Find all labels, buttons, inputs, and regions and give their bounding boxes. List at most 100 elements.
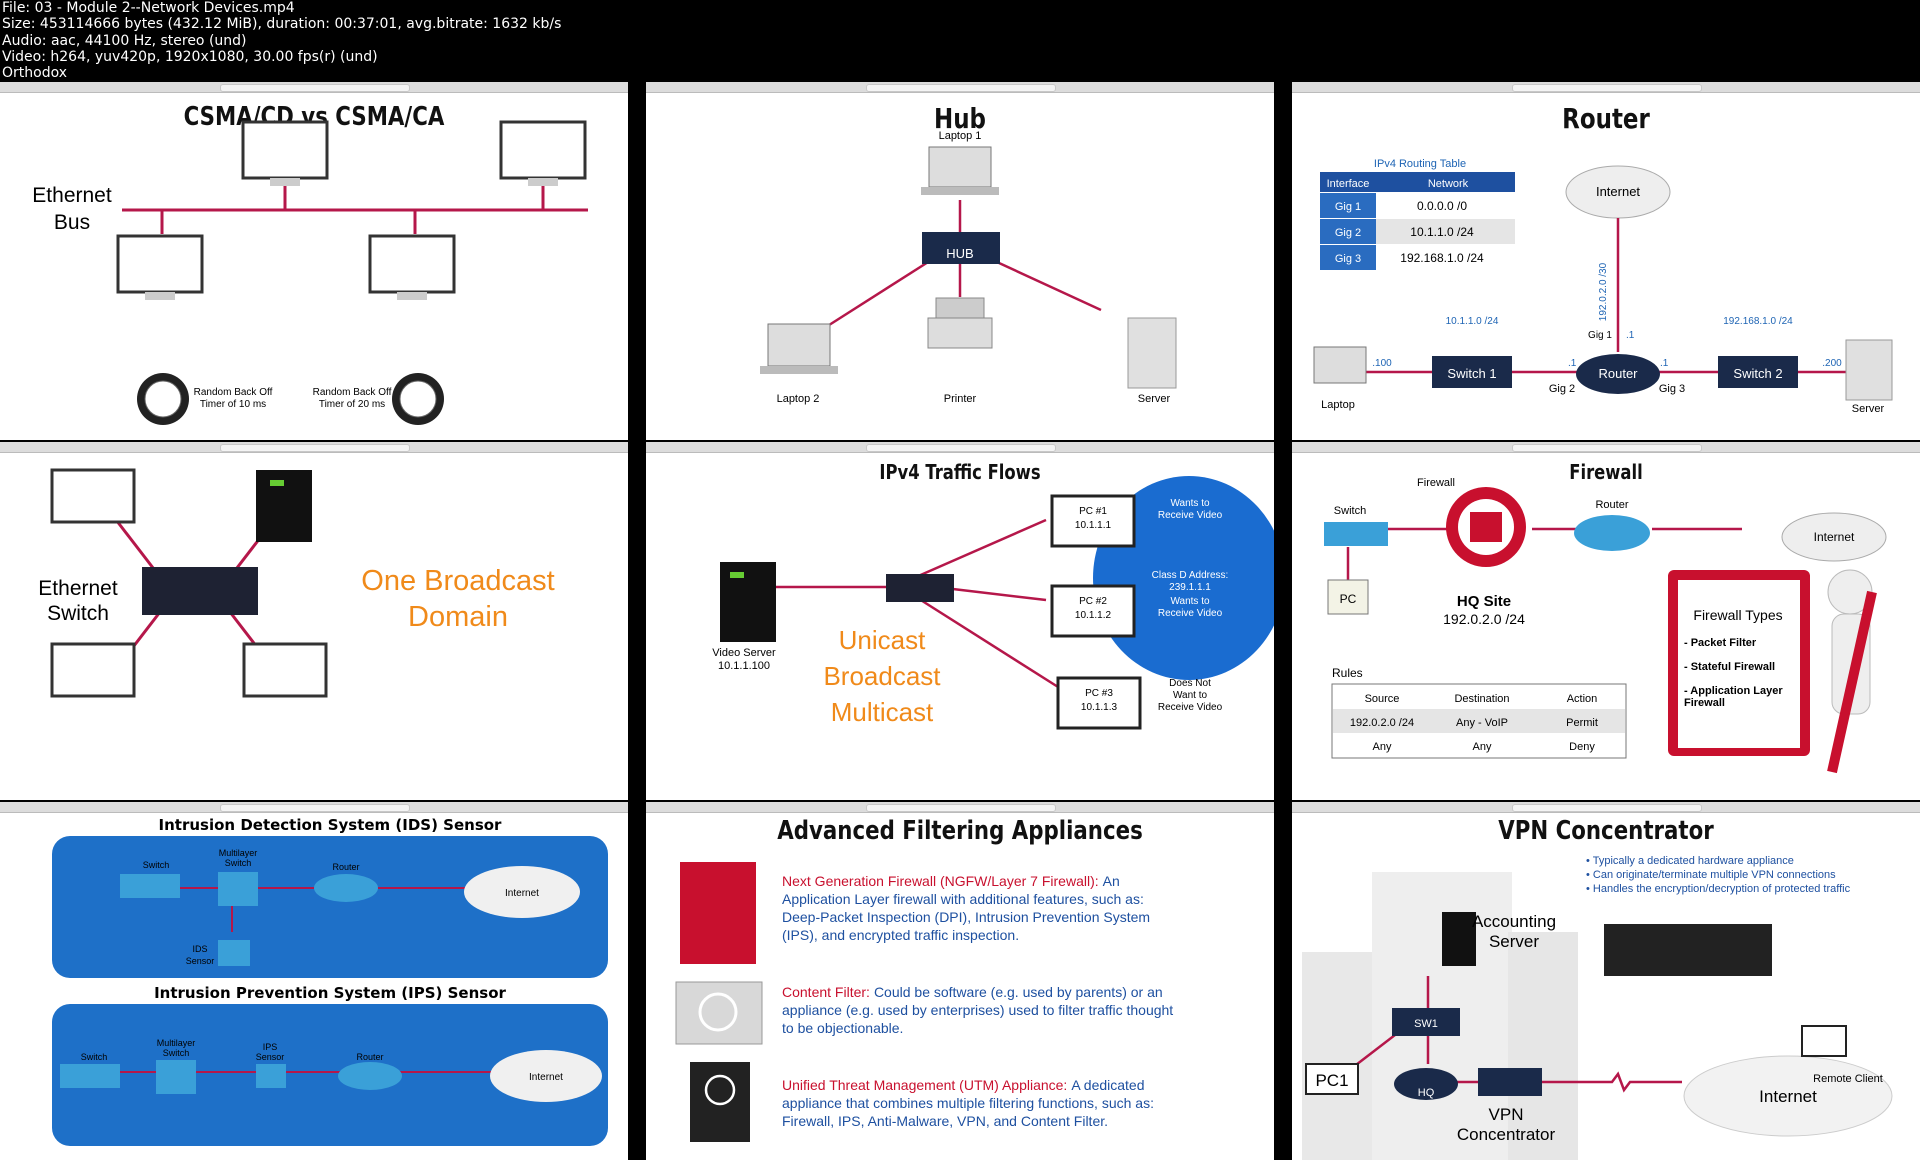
thumb-traffic-flows[interactable]: IPv4 Traffic Flows Video Server 10.1.1.1…	[646, 442, 1274, 800]
clock-icon	[137, 373, 189, 425]
router-icon: Router	[1576, 354, 1660, 394]
hub-diagram: Laptop 1 HUB Laptop 2 Printer Server	[760, 130, 1177, 405]
ips-ml4: Switch	[163, 1048, 190, 1058]
net1-label: 10.1.1.0 /24	[1446, 316, 1499, 327]
timer-label-1b: Timer of 10 ms	[200, 399, 266, 410]
switch-icon	[1392, 1008, 1460, 1036]
domain-label-2: Domain	[408, 601, 508, 633]
ngfw-text-1: An	[1103, 873, 1120, 889]
monitor-icon	[50, 468, 328, 698]
ids-ml1: Multilayer	[219, 848, 258, 858]
vlink-label: 192.0.2.0 /30	[1598, 262, 1609, 321]
router-icon	[314, 874, 378, 902]
browser-bar	[646, 442, 1274, 453]
pc-label: PC	[1340, 592, 1357, 606]
hq-label: HQ Site	[1457, 593, 1511, 610]
video-server-label: Video Server	[712, 647, 776, 659]
ips-switch-label: Switch	[81, 1052, 108, 1062]
want1b: Receive Video	[1158, 510, 1223, 521]
laptop-icon	[1313, 346, 1367, 384]
utm-text-1: A dedicated	[1071, 1077, 1144, 1093]
ips-internet-label: Internet	[529, 1072, 563, 1083]
ips-sensor-icon	[256, 1064, 286, 1088]
switch-icon	[120, 874, 180, 898]
pc2-label: PC #2	[1079, 596, 1107, 607]
thumb-filtering[interactable]: Advanced Filtering Appliances Next Gener…	[646, 802, 1274, 1160]
server-icon	[720, 562, 776, 642]
ids-ml2: Switch	[225, 858, 252, 868]
thumb-hub[interactable]: Hub Laptop 1 HUB Laptop 2 Printer Server	[646, 82, 1274, 440]
browser-bar	[1292, 802, 1920, 813]
hub-icon: HUB	[922, 232, 1000, 264]
pc-icon	[1305, 1063, 1359, 1095]
laptop-icon	[1801, 1025, 1847, 1057]
pc-icon	[1327, 579, 1369, 615]
row-interface: Gig 1	[1335, 201, 1361, 213]
pc1-ip: 10.1.1.1	[1075, 520, 1112, 531]
slide-title: Hub	[933, 102, 986, 135]
switch-label: Switch	[1334, 505, 1366, 517]
switch-icon: Switch 2	[1718, 356, 1798, 388]
thumb-csma[interactable]: CSMA/CD vs CSMA/CA Ethernet Bus Random B…	[0, 82, 628, 440]
browser-bar	[0, 802, 628, 813]
row-network: 10.1.1.0 /24	[1410, 225, 1474, 239]
timer-label-2b: Timer of 20 ms	[319, 399, 385, 410]
fw-types-title: Firewall Types	[1693, 607, 1782, 623]
ngfw-text-2: Application Layer firewall with addition…	[782, 891, 1144, 907]
dot1-label: .1	[1626, 330, 1635, 341]
switch2-label: Switch 2	[1733, 366, 1782, 381]
ngfw-text-4: (IPS), and encrypted traffic inspection.	[782, 927, 1019, 943]
multicast-group-circle	[1093, 476, 1274, 680]
dotA-label: .100	[1372, 358, 1392, 369]
thumb-firewall[interactable]: Firewall Firewall Router Switch Internet…	[1292, 442, 1920, 800]
content-filter-icon	[675, 981, 763, 1045]
printer-icon	[927, 297, 993, 349]
dotB-label: .1	[1568, 358, 1577, 369]
row-network: 0.0.0.0 /0	[1417, 199, 1467, 213]
dn2: Want to	[1173, 690, 1208, 701]
monitor-icon	[1050, 494, 1142, 730]
firewall-icon	[1446, 487, 1526, 567]
cloud-icon	[1683, 1055, 1893, 1137]
multicast-label: Multicast	[831, 697, 934, 727]
sw1-label: SW1	[1414, 1018, 1438, 1030]
dn3: Receive Video	[1158, 702, 1223, 713]
router-icon	[1394, 1068, 1458, 1100]
acc-label-1: Accounting	[1472, 912, 1556, 931]
routing-table-rows: Gig 1 0.0.0.0 /0 Gig 2 10.1.1.0 /24 Gig …	[1320, 193, 1515, 270]
ips-router-label: Router	[356, 1052, 383, 1062]
want2a: Wants to	[1170, 596, 1210, 607]
row-network: 192.168.1.0 /24	[1400, 251, 1484, 265]
thumb-vpn[interactable]: VPN Concentrator • Typically a dedicated…	[1292, 802, 1920, 1160]
ids-sensor-a: IDS	[192, 944, 207, 954]
file-name: File: 03 - Module 2--Network Devices.mp4	[2, 0, 295, 16]
traffic-diagram: Video Server 10.1.1.100 PC #1 10.1.1.1 W…	[712, 476, 1274, 730]
rule-cell: Any	[1473, 741, 1492, 753]
vpn-appliance-icon	[1604, 924, 1772, 976]
router-label: Router	[1595, 499, 1628, 511]
thumb-router[interactable]: Router IPv4 Routing Table Interface Netw…	[1292, 82, 1920, 440]
vpn-label-1: VPN	[1489, 1105, 1524, 1124]
vpn-bullet-2: • Can originate/terminate multiple VPN c…	[1586, 869, 1836, 881]
figure-icon	[1827, 569, 1877, 774]
brick-wall-icon	[680, 862, 756, 964]
ids-switch-label: Switch	[143, 860, 170, 870]
pc1-label: PC1	[1315, 1071, 1348, 1090]
thumb-switch[interactable]: Ethernet Switch One Broadcast Domain	[0, 442, 628, 800]
ids-router-label: Router	[332, 862, 359, 872]
col-interface: Interface	[1327, 178, 1370, 190]
browser-bar	[1292, 442, 1920, 453]
internet-label: Internet	[1814, 530, 1855, 544]
bus-label-1: Ethernet	[32, 184, 112, 207]
cf-text-2: appliance (e.g. used by enterprises) use…	[782, 1002, 1173, 1018]
browser-bar	[0, 442, 628, 453]
thumb-ids-ips[interactable]: Intrusion Detection System (IDS) Sensor …	[0, 802, 628, 1160]
laptop2-label: Laptop 2	[777, 393, 820, 405]
rule-cell: Deny	[1569, 741, 1595, 753]
acc-label-2: Server	[1489, 932, 1539, 951]
clock-icon	[392, 373, 444, 425]
pc2-ip: 10.1.1.2	[1075, 610, 1112, 621]
utm-text: Unified Threat Management (UTM) Applianc…	[782, 1077, 1145, 1093]
switch-icon	[886, 574, 954, 602]
pc1-label: PC #1	[1079, 506, 1107, 517]
